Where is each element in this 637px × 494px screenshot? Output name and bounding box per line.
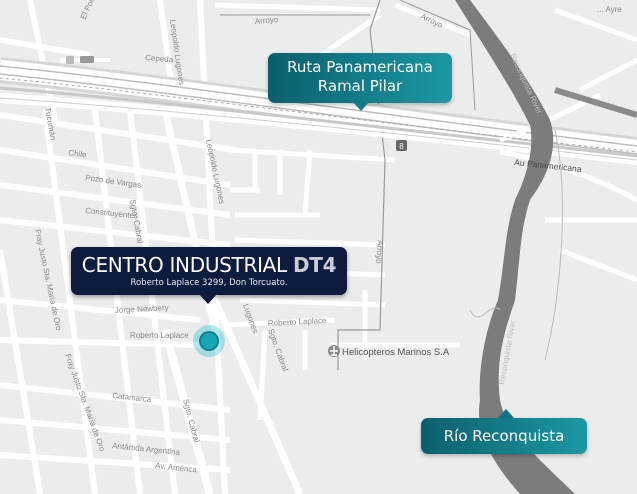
highway-panamericana: [0, 57, 637, 203]
street-label-cepeda: Cepeda: [145, 53, 174, 64]
arroyo-stream-east: [399, 0, 476, 111]
callout-rio-pointer: [498, 409, 514, 418]
road-lugones-sgto-cabral: [211, 298, 304, 494]
street-grid-west: [0, 0, 236, 494]
brand-logo-dt4: DT4: [292, 253, 337, 277]
street-label-arroyo-mid: Arroyo: [374, 240, 385, 265]
callout-rio-label: Río Reconquista: [443, 427, 565, 445]
callout-centro-pointer: [199, 294, 217, 304]
road-sgto-cabral: [161, 328, 214, 494]
river-reconquista: [455, 0, 637, 494]
street-label-ayre: ... Ayre: [597, 5, 622, 14]
callout-ruta-pointer: [353, 102, 369, 111]
location-pin-core: [201, 333, 217, 349]
callout-centro-title: CENTRO INDUSTRIAL DT4: [71, 253, 347, 277]
street-label-chile: Chile: [68, 148, 88, 160]
location-pin-icon[interactable]: [193, 325, 225, 357]
street-label-catamarca: Catamarca: [112, 391, 152, 404]
callout-ruta-panamericana[interactable]: Ruta Panamericana Ramal Pilar: [268, 53, 452, 103]
airplane-glyph: [330, 346, 338, 356]
street-label-roberto-laplace-w: Roberto Laplace: [130, 331, 189, 340]
street-label-fray-justo: Fray Justo Sta. María de Oro: [33, 229, 63, 332]
street-label-arroyo-top2: Arroyo: [419, 12, 445, 30]
callout-rio-reconquista[interactable]: Río Reconquista: [421, 418, 587, 454]
railway-line: [0, 77, 637, 153]
street-label-av-america: Av. América: [155, 461, 198, 474]
callout-ruta-line1: Ruta Panamericana: [287, 58, 433, 76]
route-shield-icon: 8: [396, 140, 407, 151]
square-marker-icon: [66, 56, 74, 64]
street-label-pozo-de-vargas: Pozo de Vargas: [85, 173, 142, 190]
street-label-jorge-newbery: Jorge Newbery: [115, 303, 169, 315]
street-label-sgto-cabral2: Sgto. Cabral: [266, 328, 290, 373]
river-bank-2: [469, 307, 501, 318]
callout-centro-address: Roberto Laplace 3299, Don Torcuato.: [130, 278, 288, 288]
callout-centro-industrial[interactable]: CENTRO INDUSTRIAL DT4 Roberto Laplace 32…: [71, 247, 347, 295]
shield-number: 8: [399, 142, 404, 151]
callout-centro-title-main: CENTRO INDUSTRIAL: [81, 253, 293, 277]
street-label-arroyo-top: Arroyo: [254, 15, 279, 26]
callout-ruta-line2: Ramal Pilar: [317, 77, 403, 95]
street-label-au-panamericana: Au Panamericana: [514, 157, 583, 174]
street-label-el-pollo: El Pollo: [79, 0, 99, 21]
river-bank: [544, 129, 563, 361]
poi-helicopteros-marinos[interactable]: Helicopteros Marinos S.A: [328, 345, 450, 358]
route-shield-small-icon: [80, 56, 94, 63]
street-label-roberto-laplace-e: Roberto Laplace: [268, 316, 328, 328]
street-label-lugones: Lugones: [241, 303, 260, 335]
poi-label: Helicopteros Marinos S.A: [342, 347, 450, 358]
arroyo-stream: [337, 0, 386, 370]
